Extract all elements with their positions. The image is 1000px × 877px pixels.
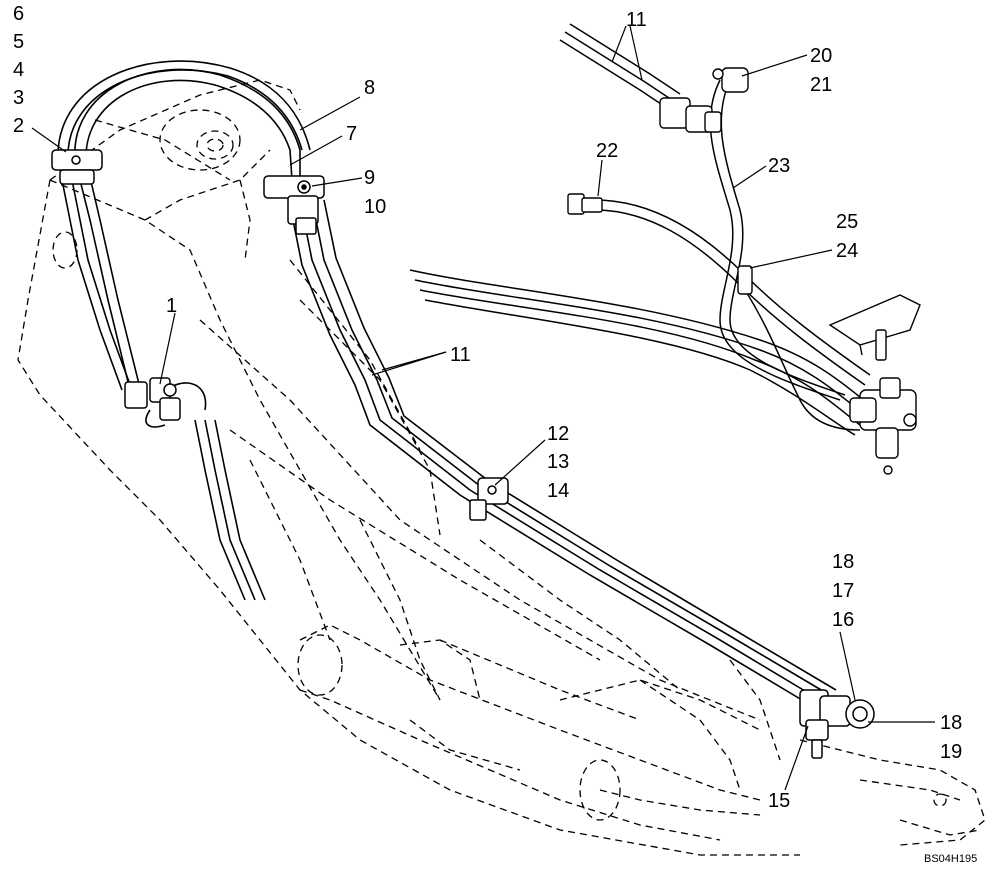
callout-15: 15 <box>768 790 791 812</box>
left-fittings <box>51 149 181 421</box>
clamp-upper <box>263 175 325 235</box>
callout-18-bottom: 18 <box>940 712 963 734</box>
callout-14: 14 <box>547 480 570 502</box>
leader-lines <box>31 25 935 791</box>
callout-9: 9 <box>364 167 376 189</box>
inset-fittings <box>567 67 921 475</box>
callout-23: 23 <box>768 155 791 177</box>
callout-12: 12 <box>547 423 570 445</box>
callout-22: 22 <box>596 140 619 162</box>
loader-arm-outline <box>17 79 986 856</box>
callout-19: 19 <box>940 741 963 763</box>
inset-hose-harness <box>409 23 871 436</box>
callout-8: 8 <box>364 77 376 99</box>
callout-11-middle: 11 <box>450 344 471 366</box>
callout-17: 17 <box>832 580 855 602</box>
callout-2: 2 <box>13 115 25 137</box>
callout-1: 1 <box>166 295 178 317</box>
callout-4: 4 <box>13 59 25 81</box>
callout-11-top: 11 <box>626 9 647 31</box>
callout-13: 13 <box>547 451 570 473</box>
left-hose-loop <box>57 60 311 601</box>
main-hoses <box>289 199 837 707</box>
drawing-code: BS04H195 <box>924 853 978 865</box>
callout-24: 24 <box>836 240 859 262</box>
callout-16: 16 <box>832 609 855 631</box>
callout-18-top: 18 <box>832 551 855 573</box>
callout-10: 10 <box>364 196 387 218</box>
callout-3: 3 <box>13 87 25 109</box>
callout-25: 25 <box>836 211 859 233</box>
quick-coupler-fittings <box>799 689 875 759</box>
callout-20: 20 <box>810 45 833 67</box>
callout-5: 5 <box>13 31 25 53</box>
callout-7: 7 <box>346 123 358 145</box>
callout-21: 21 <box>810 74 833 96</box>
clamp-middle <box>469 477 509 521</box>
callout-6: 6 <box>13 3 25 25</box>
